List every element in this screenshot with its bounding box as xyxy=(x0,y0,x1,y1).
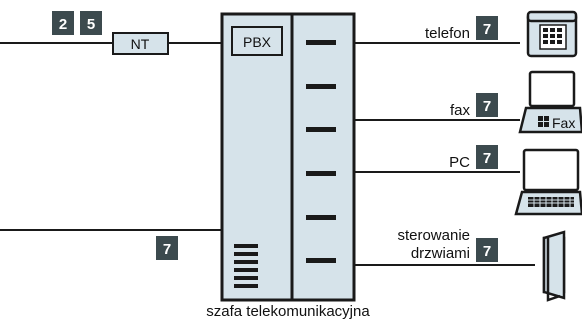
telephone-icon xyxy=(526,10,578,58)
badge-fax: 7 xyxy=(476,93,498,117)
port-slot-1 xyxy=(306,40,336,45)
port-slot-6 xyxy=(306,258,336,263)
fax-icon-text: Fax xyxy=(552,115,575,131)
door-icon xyxy=(542,230,566,302)
label-pc: PC xyxy=(449,154,470,171)
pbx-box: PBX xyxy=(231,26,283,56)
badge-5: 5 xyxy=(80,11,102,35)
port-slot-4 xyxy=(306,171,336,176)
laptop-icon xyxy=(514,148,582,216)
svg-text:7: 7 xyxy=(483,243,491,260)
svg-text:7: 7 xyxy=(483,21,491,38)
svg-text:7: 7 xyxy=(163,241,171,258)
telecom-cabinet: PBX xyxy=(220,12,356,302)
badge-5-text: 5 xyxy=(87,16,95,33)
label-door-line2: drzwiami xyxy=(411,245,470,262)
label-door-line1: sterowanie xyxy=(397,227,470,244)
fax-icon: Fax xyxy=(518,70,582,134)
badge-door: 7 xyxy=(476,238,498,262)
port-slot-2 xyxy=(306,84,336,89)
nt-box: NT xyxy=(112,32,169,55)
label-telefon: telefon xyxy=(425,25,470,42)
pbx-label: PBX xyxy=(243,34,272,50)
badge-2-text: 2 xyxy=(59,16,67,33)
port-slot-3 xyxy=(306,127,336,132)
port-slot-5 xyxy=(306,215,336,220)
cabinet-caption: szafa telekomunikacyjna xyxy=(206,303,370,320)
badge-2: 2 xyxy=(52,11,74,35)
badge-telefon: 7 xyxy=(476,16,498,40)
nt-label: NT xyxy=(131,36,150,52)
svg-text:7: 7 xyxy=(483,150,491,167)
svg-text:7: 7 xyxy=(483,98,491,115)
label-fax: fax xyxy=(450,102,471,119)
patch-panel xyxy=(234,244,258,288)
badge-pc: 7 xyxy=(476,145,498,169)
badge-left-7: 7 xyxy=(156,236,178,260)
